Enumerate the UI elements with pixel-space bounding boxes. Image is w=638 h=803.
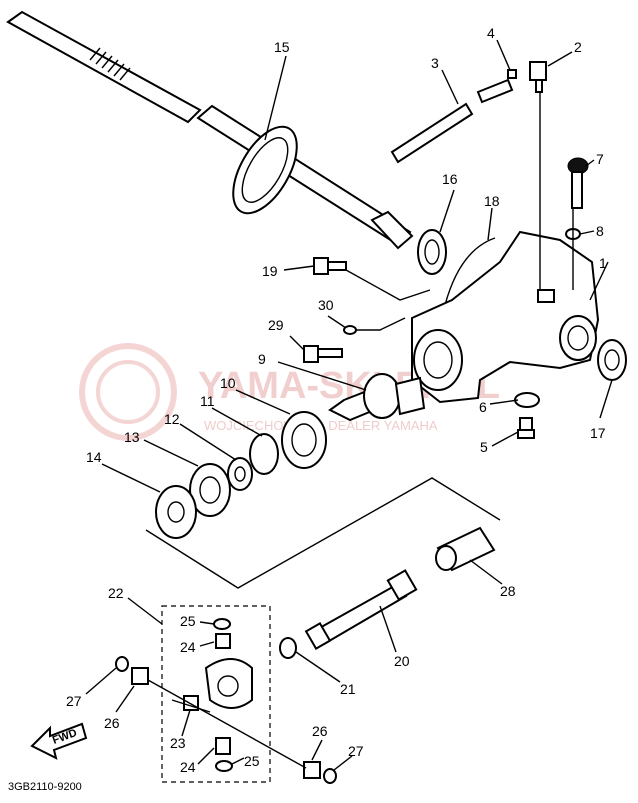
part-3-breather-hose — [390, 78, 514, 164]
callout-27-right: 27 — [348, 743, 364, 759]
part-24-bearing-top — [215, 633, 231, 649]
callout-30: 30 — [318, 297, 334, 313]
callout-28: 28 — [500, 583, 516, 599]
leader-lines — [85, 39, 613, 771]
part-20-drive-shaft — [304, 569, 418, 651]
ring-gear — [232, 125, 298, 215]
callout-11: 11 — [200, 393, 215, 409]
callout-24-bottom: 24 — [180, 759, 196, 775]
callout-26-left: 26 — [104, 715, 120, 731]
callout-4: 4 — [487, 25, 495, 41]
part-5-drain-bolt — [517, 417, 535, 439]
joint-axis-line — [147, 679, 307, 769]
callout-15: 15 — [274, 39, 290, 55]
callout-27-left: 27 — [66, 693, 82, 709]
part-24-bearing-bottom — [215, 737, 231, 755]
callout-24-top: 24 — [180, 639, 196, 655]
callout-7: 7 — [596, 151, 604, 167]
part-25-circlip-top — [213, 618, 231, 630]
diagram-caption: 3GB2110-9200 — [8, 781, 82, 793]
part-2-fitting — [529, 61, 547, 93]
callout-14: 14 — [86, 449, 102, 465]
part-11-circlip — [249, 433, 279, 475]
callout-29: 29 — [268, 317, 284, 333]
callout-19: 19 — [262, 263, 278, 279]
callout-10: 10 — [220, 375, 236, 391]
part-12-bearing — [227, 457, 253, 491]
part-4-clip — [507, 69, 517, 79]
part-22-universal-joint — [204, 658, 253, 709]
part-6-washer — [514, 392, 540, 408]
watermark-logo — [79, 343, 177, 441]
part-9-pinion-gear — [328, 373, 426, 422]
part-19-bolt — [313, 257, 347, 275]
callout-25-bottom: 25 — [244, 753, 260, 769]
part-14-retainer — [155, 485, 197, 539]
part-7-filler-plug — [567, 157, 589, 209]
callout-13: 13 — [124, 429, 140, 445]
callout-16: 16 — [442, 171, 458, 187]
callout-12: 12 — [164, 411, 180, 427]
part-15-drive-shaft — [6, 10, 414, 250]
assembly-leader-line — [145, 477, 501, 589]
callout-20: 20 — [394, 653, 410, 669]
part-13-bearing — [189, 463, 231, 517]
callout-21: 21 — [340, 681, 356, 697]
part-17-oil-seal — [597, 339, 627, 381]
callout-2: 2 — [574, 39, 582, 55]
part-27-circlip-right — [323, 768, 337, 784]
part-18-o-ring — [444, 237, 496, 306]
callout-25-top: 25 — [180, 613, 196, 629]
part-16-oil-seal — [417, 229, 447, 275]
callout-26-right: 26 — [312, 723, 328, 739]
callout-5: 5 — [480, 439, 488, 455]
callout-23: 23 — [170, 735, 186, 751]
part-29-bolt — [303, 345, 343, 363]
part-26-bearing-left — [131, 667, 149, 685]
callout-8: 8 — [596, 223, 604, 239]
part-21-circlip — [279, 637, 297, 659]
fwd-arrow-icon: FWD — [30, 722, 88, 760]
part-27-circlip-left — [115, 656, 129, 672]
part-1-gear-case — [411, 92, 600, 404]
callout-18: 18 — [484, 193, 500, 209]
part-28-coupling — [435, 526, 496, 572]
callouts: 1 2 3 4 5 6 7 8 9 10 11 12 13 14 15 16 1… — [66, 25, 607, 775]
part-22-universal-joint-group — [161, 605, 271, 783]
callout-9: 9 — [258, 351, 266, 367]
callout-3: 3 — [431, 55, 439, 71]
callout-17: 17 — [590, 425, 606, 441]
callout-22: 22 — [108, 585, 124, 601]
callout-6: 6 — [479, 399, 487, 415]
part-25-circlip-bottom — [215, 760, 233, 772]
part-26-bearing-right — [303, 761, 321, 779]
part-10-bearing — [281, 411, 327, 469]
callout-1: 1 — [599, 255, 607, 271]
